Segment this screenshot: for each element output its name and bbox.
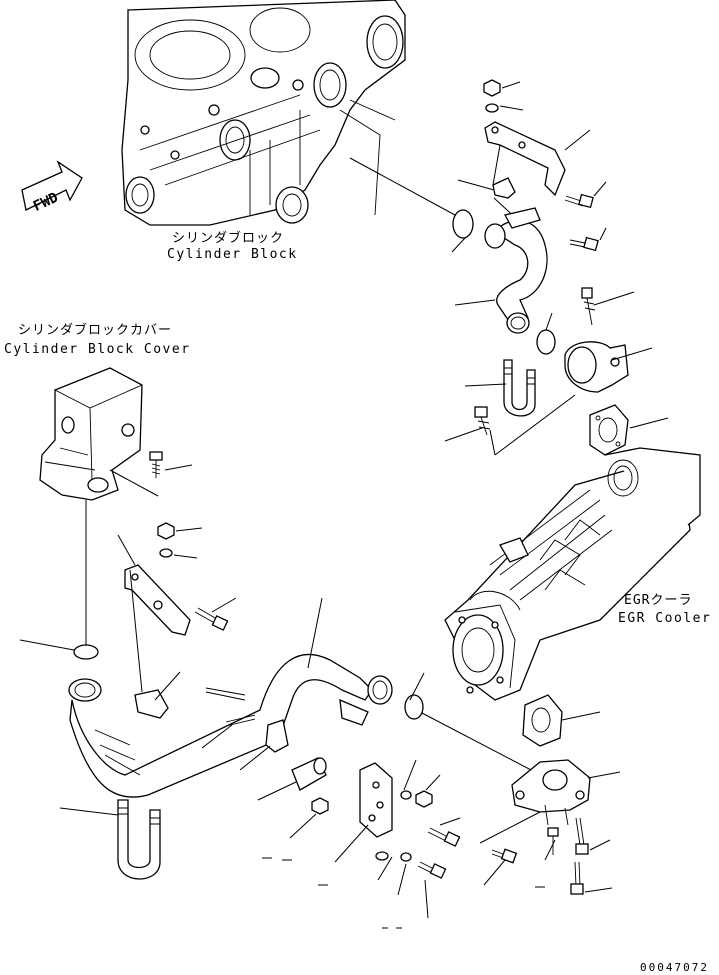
bolt-bottom-4: [491, 848, 518, 864]
washer-lower-2: [400, 852, 412, 862]
washer-left: [159, 548, 173, 558]
o-ring-mid: [536, 329, 556, 355]
cylinder-block-label-en: Cylinder Block: [167, 247, 298, 262]
connector-elbow: [564, 341, 629, 393]
bolt-bottom-2: [575, 817, 589, 855]
bolt-cover: [149, 451, 163, 478]
nut-left: [157, 522, 175, 540]
washer-lower: [375, 851, 389, 861]
sleeve: [291, 757, 327, 791]
bolt-lower-right: [417, 861, 447, 879]
bolt-lower-center: [427, 827, 461, 847]
washer-rear: [400, 790, 412, 800]
cylinder-block-cover-label-en: Cylinder Block Cover: [4, 342, 191, 357]
clamp-upper: [492, 177, 516, 199]
clamp-tube-left: [134, 689, 169, 719]
egr-cooler-label-en: EGR Cooler: [618, 611, 711, 626]
bolt-upper-2: [569, 236, 599, 252]
o-ring-tube-end: [404, 694, 424, 720]
egr-cooler-label-jp: EGRクーラ: [624, 593, 692, 608]
o-ring-left: [73, 644, 99, 660]
cylinder-block-label-jp: シリンダブロック: [172, 230, 284, 246]
washer-upper: [485, 103, 499, 113]
nut-right: [415, 790, 433, 808]
connector-lower: [511, 759, 591, 826]
bolt-bracket-left: [194, 607, 229, 631]
forward-direction-arrow: FWD: [21, 160, 83, 215]
hose-left: [117, 799, 161, 880]
bolt-gasket-left: [474, 406, 491, 436]
nut-upper: [483, 79, 501, 97]
nut-rear: [311, 797, 329, 815]
clamp-block: [265, 719, 289, 753]
drawing-code: 00047072: [640, 961, 709, 974]
bolt-upper-1: [564, 193, 594, 209]
bolt-mid: [581, 287, 596, 326]
gasket-upper: [589, 404, 629, 456]
gasket-lower: [522, 694, 563, 747]
hose-upper: [503, 359, 536, 417]
bracket-left: [124, 564, 191, 636]
egr-tube-lower: [68, 653, 393, 798]
bolt-bottom-1: [547, 827, 559, 855]
stud-bolts: [205, 687, 256, 727]
cylinder-block: [121, 0, 406, 226]
bolt-bottom-3: [570, 861, 584, 895]
egr-tube-upper: [484, 207, 548, 334]
bracket-upper-right: [484, 121, 566, 197]
o-ring-upper: [452, 209, 474, 239]
bracket-plate-rear: [359, 762, 393, 838]
cylinder-block-cover-label-jp: シリンダブロックカバー: [18, 322, 172, 338]
egr-cooler: [444, 447, 701, 701]
cylinder-block-cover: [39, 367, 143, 501]
